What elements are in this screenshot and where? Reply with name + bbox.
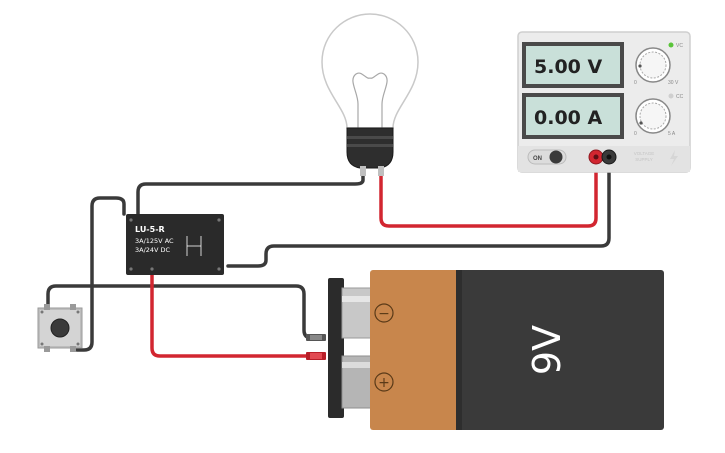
relay-body	[126, 214, 224, 275]
battery-label-band	[370, 270, 460, 430]
voltage-display: 5.00 V	[534, 56, 602, 78]
relay-pin[interactable]	[129, 267, 133, 271]
voltage-knob-min: 0	[634, 80, 637, 86]
psu-brand-line1: VOLTAGE	[634, 151, 655, 156]
bulb-terminal-right[interactable]	[378, 166, 384, 176]
battery-negative-symbol: −	[378, 306, 390, 322]
push-button-cap[interactable]	[50, 318, 70, 338]
wire-black-relay-to-button[interactable]	[75, 196, 126, 352]
relay-rating-ac: 3A/125V AC	[135, 237, 174, 245]
relay-switch-symbol	[186, 236, 202, 256]
wires	[46, 156, 611, 358]
voltage-knob-max: 30 V	[668, 80, 679, 86]
power-supply[interactable]: 5.00 V 0.00 A VC 0 30 V CC 0 5 A	[517, 31, 691, 173]
psu-brand-line2: SUPPLY	[635, 157, 652, 162]
relay-pin[interactable]	[129, 218, 133, 222]
battery-negative-terminal[interactable]	[341, 287, 375, 339]
psu-positive-terminal[interactable]	[588, 149, 604, 165]
power-switch-label: ON	[533, 156, 542, 162]
bulb-terminal-left[interactable]	[360, 166, 366, 176]
voltage-indicator-led	[668, 42, 674, 48]
current-knob-min: 0	[634, 131, 637, 137]
relay-pin[interactable]	[217, 218, 221, 222]
battery-positive-symbol: +	[378, 375, 390, 391]
lightning-icon	[670, 150, 678, 166]
bulb-filament	[352, 72, 388, 128]
battery-body	[456, 270, 664, 430]
bulb-glass	[321, 13, 419, 129]
relay[interactable]: LU-5-R 3A/125V AC 3A/24V DC	[126, 214, 224, 275]
current-display: 0.00 A	[534, 107, 602, 129]
battery-9v[interactable]: − + 9V	[328, 270, 664, 430]
relay-pin[interactable]	[217, 267, 221, 271]
light-bulb[interactable]	[321, 13, 419, 176]
bulb-base	[346, 127, 394, 169]
voltage-indicator-label: VC	[676, 43, 683, 49]
current-indicator-led	[668, 93, 674, 99]
voltage-knob[interactable]	[635, 47, 671, 83]
relay-rating-dc: 3A/24V DC	[135, 246, 171, 254]
current-knob[interactable]	[635, 98, 671, 134]
wire-red-relay-to-battery[interactable]	[150, 272, 320, 358]
psu-negative-terminal[interactable]	[601, 149, 617, 165]
relay-pin[interactable]	[150, 267, 154, 271]
wire-red-psu-to-bulb[interactable]	[379, 156, 598, 228]
battery-voltage-label: 9V	[525, 325, 569, 375]
relay-model-label: LU-5-R	[135, 225, 165, 234]
current-indicator-label: CC	[676, 94, 684, 100]
current-knob-max: 5 A	[668, 131, 676, 137]
battery-clips	[306, 334, 326, 360]
wire-black-button-to-battery[interactable]	[46, 284, 322, 340]
power-switch[interactable]	[527, 149, 567, 165]
push-button[interactable]	[37, 304, 83, 352]
wire-black-psu-to-relay[interactable]	[226, 156, 611, 268]
wire-black-bulb-to-relay[interactable]	[136, 170, 365, 216]
